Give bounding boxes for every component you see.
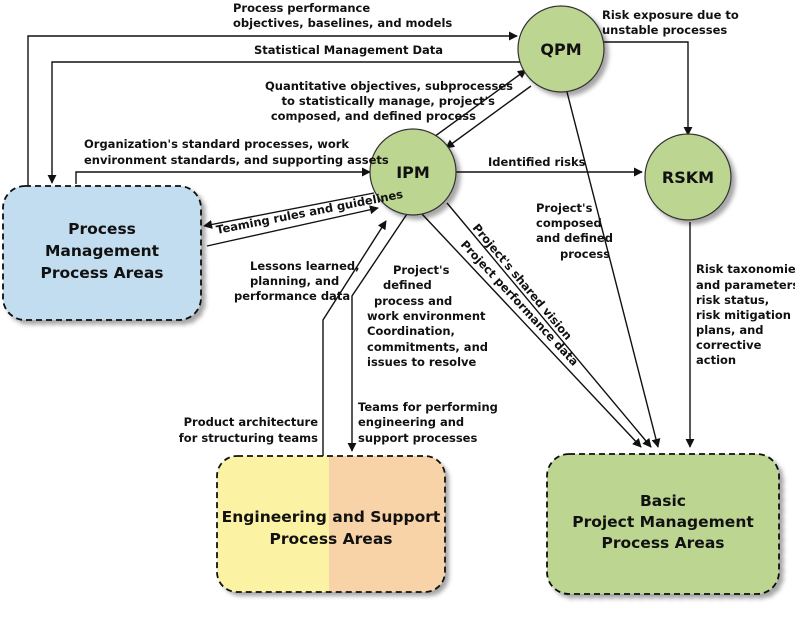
label-line: composed — [536, 216, 602, 230]
label-product-architecture: Product architecture for structuring tea… — [179, 415, 318, 445]
arrow-pm-to-qpm — [27, 31, 518, 186]
arrow-qpm-to-basic — [566, 91, 661, 448]
label-quantitative-objectives: Quantitative objectives, subprocesses to… — [265, 79, 513, 123]
label-line: Project's — [393, 263, 450, 277]
label-line: Project's — [536, 201, 593, 215]
arrow-pm-to-ipm-lessons — [206, 205, 379, 247]
label-line: environment standards, and supporting as… — [84, 153, 389, 167]
label-line: engineering and — [358, 415, 464, 429]
label-line: defined — [383, 278, 432, 292]
arrow-ipm-to-pm — [203, 192, 375, 229]
rskm-node: RSKM — [644, 133, 732, 221]
label-line: issues to resolve — [367, 355, 477, 369]
process-management-line-3: Process Areas — [40, 264, 163, 282]
basic-pm-line-3: Process Areas — [601, 534, 724, 552]
arrow-eng-to-ipm — [322, 220, 387, 456]
label-line: corrective — [696, 338, 762, 352]
label-lessons-learned: Lessons learned, planning, and performan… — [234, 259, 360, 303]
label-line: Quantitative objectives, subprocesses — [265, 79, 513, 93]
label-line: and parameters, — [696, 278, 795, 292]
label-line: for structuring teams — [179, 431, 318, 445]
qpm-label: QPM — [540, 40, 581, 59]
connectors — [27, 31, 695, 456]
label-line: action — [696, 353, 736, 367]
label-projects-composed: Project's composed and defined process — [536, 201, 613, 261]
label-line: risk mitigation — [696, 308, 791, 322]
label-teaming-rules: Teaming rules and guidelines — [215, 187, 404, 237]
label-line: support processes — [358, 431, 477, 445]
arrow-ipm-performance-data — [421, 213, 642, 448]
label-line: risk status, — [696, 293, 769, 307]
label-line: process — [560, 247, 610, 261]
label-line: Coordination, — [367, 324, 455, 338]
process-management-line-2: Management — [45, 242, 160, 260]
label-line: performance data — [234, 289, 350, 303]
label-line: plans, and — [696, 323, 764, 337]
ipm-node: IPM — [369, 128, 457, 216]
label-teams-for-performing: Teams for performing engineering and sup… — [358, 400, 498, 445]
basic-pm-box: Basic Project Management Process Areas — [546, 453, 780, 595]
engineering-support-box: Engineering and Support Process Areas — [216, 455, 446, 593]
label-line: composed, and defined process — [271, 109, 476, 123]
arrow-ipm-to-eng — [347, 213, 408, 452]
label-line: work environment — [367, 309, 486, 323]
label-line: and defined — [536, 231, 613, 245]
label-line: Product architecture — [184, 415, 319, 429]
label-identified-risks: Identified risks — [488, 155, 586, 169]
engineering-support-line-2: Process Areas — [269, 530, 392, 548]
label-projects-defined-process: Project's defined process and work envir… — [367, 263, 488, 369]
rskm-label: RSKM — [662, 168, 714, 187]
label-risk-taxonomies: Risk taxonomies and parameters, risk sta… — [696, 262, 795, 367]
label-line: to statistically manage, project's — [281, 94, 495, 108]
label-line: Risk taxonomies — [696, 262, 795, 276]
arrow-qpm-to-rskm — [604, 41, 693, 136]
label-line: Risk exposure due to — [602, 8, 739, 22]
label-line: unstable processes — [602, 23, 727, 37]
arrow-ipm-shared-vision — [446, 202, 652, 448]
label-process-performance: Process performance objectives, baseline… — [233, 1, 452, 30]
basic-pm-line-2: Project Management — [572, 513, 754, 531]
arrow-pm-to-ipm — [75, 167, 371, 184]
label-line: commitments, and — [367, 340, 488, 354]
label-org-standard-processes: Organization's standard processes, work … — [84, 137, 389, 167]
arrow-qpm-to-pm — [47, 61, 522, 184]
label-line: planning, and — [250, 274, 339, 288]
label-line: Teams for performing — [358, 400, 498, 414]
label-line: process and — [374, 294, 452, 308]
process-management-line-1: Process — [68, 220, 136, 238]
label-line: Lessons learned, — [250, 259, 360, 273]
label-line: objectives, baselines, and models — [233, 16, 452, 30]
ipm-label: IPM — [396, 163, 430, 182]
label-line: Organization's standard processes, work — [84, 137, 349, 151]
arrow-ipm-to-qpm — [426, 69, 527, 143]
qpm-node: QPM — [517, 5, 605, 93]
engineering-support-line-1: Engineering and Support — [222, 508, 441, 526]
label-line: Process performance — [233, 1, 370, 15]
arrow-qpm-to-ipm — [445, 85, 532, 149]
label-statistical-management-data: Statistical Management Data — [254, 43, 443, 57]
label-risk-exposure: Risk exposure due to unstable processes — [602, 8, 739, 37]
process-management-box: Process Management Process Areas — [2, 185, 202, 321]
basic-pm-line-1: Basic — [640, 492, 686, 510]
